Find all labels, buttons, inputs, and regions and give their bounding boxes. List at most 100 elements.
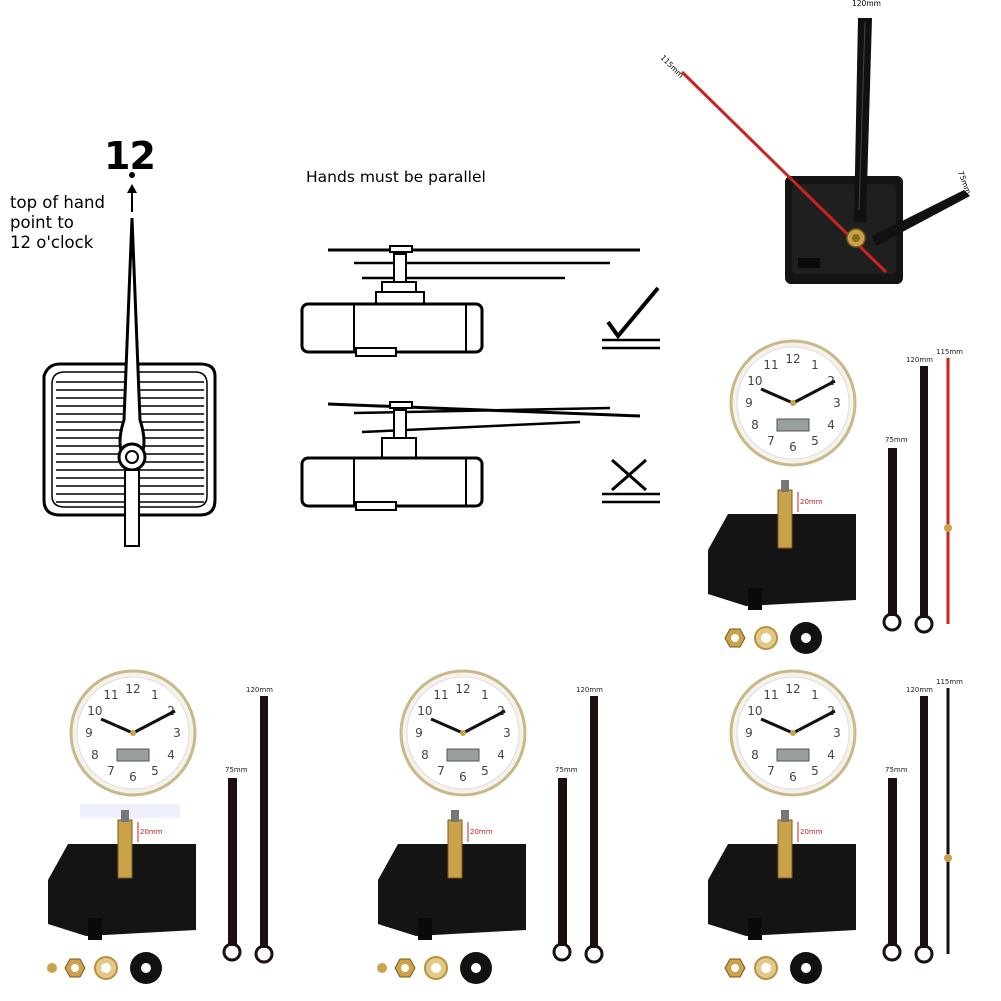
brass-shaft	[117, 819, 133, 879]
instruction-line-2: point to	[10, 213, 74, 232]
shaft-label: 20mm	[140, 828, 163, 836]
lcd-display	[776, 748, 810, 762]
top-product-photo: 120mm 115mm 75mm	[659, 0, 973, 284]
clock-numeral: 4	[497, 748, 505, 762]
clock-numeral: 1	[811, 688, 819, 702]
clock-numeral: 6	[789, 440, 797, 454]
clock-numeral: 11	[763, 358, 778, 372]
twelve-dot	[129, 172, 135, 178]
brass-shaft	[447, 819, 463, 879]
clock-numeral: 4	[167, 748, 175, 762]
clock-numeral: 3	[833, 396, 841, 410]
clock-hour-hand	[100, 717, 134, 735]
screw	[47, 963, 57, 973]
clock-numeral: 10	[747, 374, 762, 388]
wrong-example	[300, 401, 641, 511]
movement-body	[708, 514, 856, 606]
parallel-diagram	[300, 245, 660, 511]
hour-hand-outline	[118, 217, 146, 460]
label-120mm: 120mm	[576, 686, 603, 694]
long-hand	[920, 696, 928, 948]
clock-numeral: 5	[811, 764, 819, 778]
clock-numeral: 2	[827, 374, 835, 388]
clock-numeral: 4	[827, 418, 835, 432]
clock-numeral: 8	[751, 418, 759, 432]
label-75mm: 75mm	[885, 766, 908, 774]
clock-numeral: 3	[173, 726, 181, 740]
screw	[377, 963, 387, 973]
hand-tail	[124, 469, 140, 547]
clock-numeral: 8	[421, 748, 429, 762]
clock-numeral: 1	[481, 688, 489, 702]
cross-mark	[602, 458, 660, 504]
instruction-line-1: top of hand	[10, 193, 105, 212]
movement-body	[708, 844, 856, 936]
clock-numeral: 10	[87, 704, 102, 718]
short-hand	[872, 190, 970, 246]
clock-numeral: 5	[151, 764, 159, 778]
label-120mm: 120mm	[852, 0, 881, 8]
check-mark	[602, 286, 660, 350]
label-75mm: 75mm	[555, 766, 578, 774]
clock-numeral: 9	[745, 726, 753, 740]
clock-numeral: 6	[129, 770, 137, 784]
clock-numeral: 12	[785, 682, 800, 696]
label-120mm: 120mm	[906, 686, 933, 694]
lcd-display	[446, 748, 480, 762]
twelve-label: 12	[104, 134, 156, 178]
shaft-label: 20mm	[470, 828, 493, 836]
clock-numeral: 6	[789, 770, 797, 784]
clock-minute-hand	[132, 709, 176, 735]
clock-numeral: 12	[125, 682, 140, 696]
movement-body	[378, 844, 526, 936]
clock-minute-hand	[462, 709, 506, 735]
clock-numeral: 6	[459, 770, 467, 784]
clock-minute-hand	[792, 709, 836, 735]
clock-numeral: 8	[91, 748, 99, 762]
clock-numeral: 11	[103, 688, 118, 702]
clock-numeral: 5	[811, 434, 819, 448]
clock-hour-hand	[760, 387, 794, 405]
instruction-text: top of hand point to 12 o'clock	[10, 193, 105, 253]
short-hand	[228, 778, 237, 946]
clock-numeral: 7	[107, 764, 115, 778]
clock-numeral: 10	[747, 704, 762, 718]
clock-numeral: 3	[833, 726, 841, 740]
label-75mm: 75mm	[225, 766, 248, 774]
clock-numeral: 7	[437, 764, 445, 778]
clock-numeral: 5	[481, 764, 489, 778]
lcd-display	[776, 418, 810, 432]
correct-example	[300, 245, 640, 357]
clock-numeral: 3	[503, 726, 511, 740]
movement-body	[48, 844, 196, 936]
clock-numeral: 9	[745, 396, 753, 410]
shaft-label: 20mm	[800, 828, 823, 836]
parallel-title: Hands must be parallel	[306, 168, 486, 186]
movement-front-diagram	[42, 172, 217, 547]
short-hand	[888, 778, 897, 946]
clock-numeral: 2	[827, 704, 835, 718]
label-75mm: 75mm	[956, 170, 973, 196]
clock-numeral: 12	[455, 682, 470, 696]
clock-numeral: 12	[785, 352, 800, 366]
clock-numeral: 1	[811, 358, 819, 372]
clock-numeral: 8	[751, 748, 759, 762]
clock-numeral: 9	[415, 726, 423, 740]
clock-numeral: 1	[151, 688, 159, 702]
long-hand	[920, 366, 928, 618]
label-115mm: 115mm	[936, 678, 963, 686]
clock-numeral: 11	[763, 688, 778, 702]
long-hand	[260, 696, 268, 948]
short-hand	[558, 778, 567, 946]
lcd-display	[116, 748, 150, 762]
clock-hour-hand	[760, 717, 794, 735]
label-120mm: 120mm	[246, 686, 273, 694]
clock-numeral: 7	[767, 434, 775, 448]
brass-shaft	[777, 819, 793, 879]
label-120mm: 120mm	[906, 356, 933, 364]
clock-numeral: 4	[827, 748, 835, 762]
clock-numeral: 7	[767, 764, 775, 778]
